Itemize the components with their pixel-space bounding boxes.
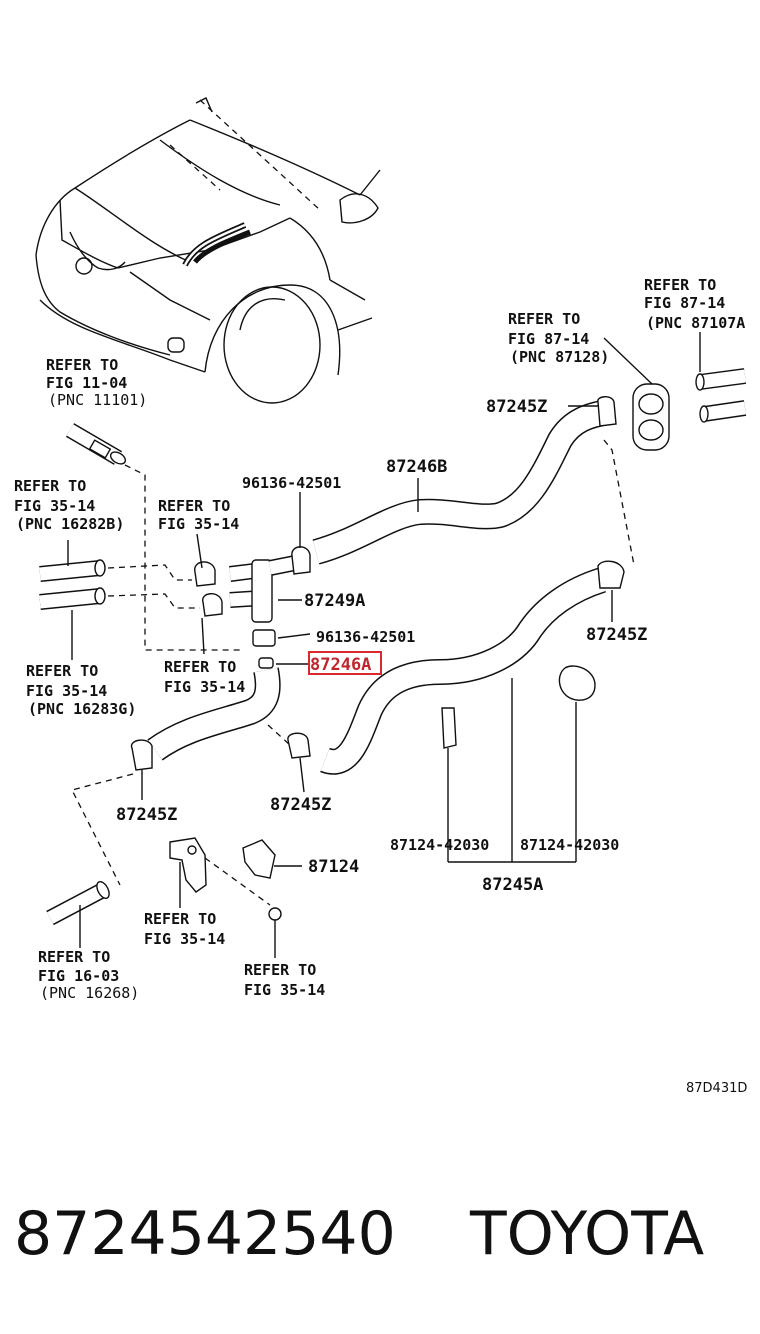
svg-text:REFER TO: REFER TO [508,310,580,328]
svg-text:(PNC 16268): (PNC 16268) [40,984,139,1002]
brackets [169,665,596,958]
vehicle-outline [35,97,381,404]
hose-87246a [46,667,311,948]
label-87249a: 87249A [304,591,365,611]
svg-text:REFER TO: REFER TO [26,662,98,680]
label-87246a: 87246A [310,655,371,675]
svg-text:FIG 87-14: FIG 87-14 [508,330,589,348]
highlight-87246a[interactable]: 87246A [308,651,382,675]
svg-text:REFER TO: REFER TO [644,276,716,294]
joint-87249a [194,546,311,669]
label-87245z-top: 87245Z [486,397,547,417]
pipe-11-04 [65,423,240,651]
label-refer-11-04: REFER TO FIG 11-04 (PNC 11101) [46,356,147,409]
svg-text:REFER TO: REFER TO [38,948,110,966]
svg-text:FIG 35-14: FIG 35-14 [14,497,95,515]
label-87124-42030-a: 87124-42030 [390,836,489,854]
label-refer-35-14-e: REFER TO FIG 35-14 [144,910,225,948]
svg-text:FIG 35-14: FIG 35-14 [26,682,107,700]
label-96136-mid: 96136-42501 [316,628,415,646]
svg-text:(PNC 16283G): (PNC 16283G) [28,700,136,718]
label-refer-16-03: REFER TO FIG 16-03 (PNC 16268) [38,948,139,1002]
diagram-code: 87D431D [686,1081,747,1096]
label-refer-35-14-a: REFER TO FIG 35-14 (PNC 16282B) [14,477,124,533]
label-87245z-left: 87245Z [116,805,177,825]
label-87245z-right: 87245Z [586,625,647,645]
svg-text:(PNC 87128): (PNC 87128) [510,348,609,366]
svg-text:FIG 35-14: FIG 35-14 [158,515,239,533]
hose-87245a [320,560,625,862]
label-87245z-mid: 87245Z [270,795,331,815]
label-87124-42030-b: 87124-42030 [520,836,619,854]
svg-text:FIG 35-14: FIG 35-14 [244,981,325,999]
grommet-87128 [603,332,747,566]
label-refer-35-14-b: REFER TO FIG 35-14 [158,497,239,533]
svg-text:REFER TO: REFER TO [164,658,236,676]
svg-text:REFER TO: REFER TO [14,477,86,495]
label-87124: 87124 [308,857,359,877]
label-refer-35-14-f: REFER TO FIG 35-14 [244,961,325,999]
svg-text:FIG 16-03: FIG 16-03 [38,967,119,985]
label-87245a: 87245A [482,875,543,895]
brand-name: TOYOTA [469,1199,704,1269]
svg-text:FIG 87-14: FIG 87-14 [644,294,725,312]
svg-text:(PNC 87107A: (PNC 87107A [646,314,745,332]
label-96136-top: 96136-42501 [242,474,341,492]
label-refer-87-14-b: REFER TO FIG 87-14 (PNC 87107A [644,276,745,332]
part-number: 8724542540 [14,1199,396,1269]
svg-text:(PNC 11101): (PNC 11101) [48,391,147,409]
svg-text:(PNC 16282B): (PNC 16282B) [16,515,124,533]
svg-text:FIG 11-04: FIG 11-04 [46,374,127,392]
hose-87246b [312,396,617,565]
svg-text:FIG 35-14: FIG 35-14 [144,930,225,948]
svg-text:REFER TO: REFER TO [144,910,216,928]
svg-text:REFER TO: REFER TO [46,356,118,374]
label-87246b: 87246B [386,457,447,477]
label-refer-35-14-c: REFER TO FIG 35-14 (PNC 16283G) [26,662,136,718]
pipes-16282-16283 [39,540,200,660]
svg-text:FIG 35-14: FIG 35-14 [164,678,245,696]
svg-text:REFER TO: REFER TO [244,961,316,979]
label-refer-35-14-d: REFER TO FIG 35-14 [164,658,245,696]
label-refer-87-14-a: REFER TO FIG 87-14 (PNC 87128) [508,310,609,366]
svg-text:REFER TO: REFER TO [158,497,230,515]
leader-lines [141,405,613,800]
